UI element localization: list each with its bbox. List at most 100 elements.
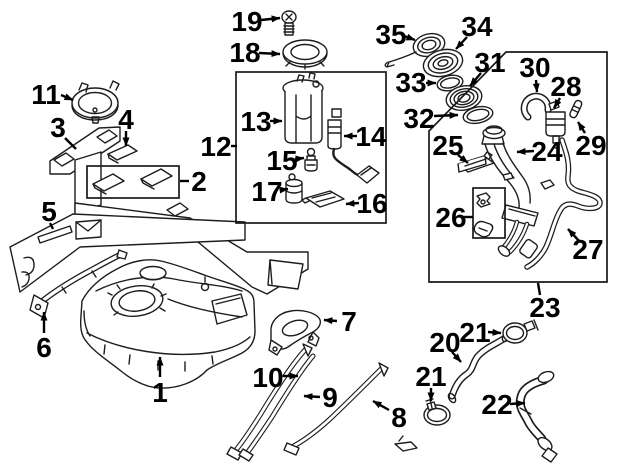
group-box-26 [472,187,506,239]
callout-29-leader [576,121,587,134]
callout-30-leader [532,79,540,93]
part-24-filler-pipe-icon [481,125,555,259]
callout-24-leader [516,148,535,155]
part-4-insulator-pad-icon [107,144,138,164]
callout-35-leader [403,33,416,42]
callout-15: 15 [266,145,297,176]
callout-28-leader [552,97,562,109]
group-box-23 [428,51,608,283]
callout-11-leader [60,93,74,102]
callout-17: 17 [251,176,282,207]
part-27-vent-hose-icon [524,137,603,270]
callout-6: 6 [36,332,52,363]
part-33-seal-icon [436,74,464,92]
part-13-fuel-pump-module-icon [282,72,324,144]
callout-34-leader [455,36,468,50]
group-box-12 [235,71,387,224]
part-11-retainer-ring-icon [71,80,120,124]
callout-33: 33 [395,67,426,98]
callout-12: 12 [200,131,231,162]
part-32-seal-icon [462,105,494,125]
part-1-fuel-tank-icon [79,259,256,389]
group-box-layer [86,51,608,283]
callout-28: 28 [550,71,581,102]
part-3-insulator-plate-icon [49,126,309,295]
part-18-lock-ring-icon [282,39,328,70]
part-2-insulator-pads-icon [92,168,173,195]
callout-3: 3 [50,112,66,143]
part-7-shield-cover-icon [268,309,322,356]
callout-21: 21 [415,361,446,392]
part-35-tether-icon [384,51,417,68]
callout-13: 13 [240,106,271,137]
callout-19-leader [260,15,281,23]
artwork-layer [9,10,603,463]
part-21-clamp-top-icon [502,319,539,344]
part-30-clip-icon [520,92,552,121]
part-19-screw-icon [281,10,297,36]
callout-14: 14 [355,121,387,152]
callout-8: 8 [391,402,407,433]
callout-9-leader [303,393,321,401]
callout-21-leader [487,328,502,336]
part-26-clips-icon [473,192,494,238]
callout-34: 34 [461,11,493,42]
callout-2: 2 [191,166,207,197]
callout-7-leader [323,317,338,325]
callout-10: 10 [252,362,283,393]
callout-22-leader [509,400,526,408]
part-22-filler-neck-hose-icon [515,370,558,463]
callout-32-leader [433,111,459,119]
callout-25: 25 [432,130,463,161]
callout-4: 4 [118,104,134,135]
part-15-regulator-icon [304,147,318,172]
callout-20: 20 [429,327,460,358]
callout-16: 16 [356,188,387,219]
callout-7: 7 [341,306,357,337]
callout-23-leader [536,282,542,296]
callout-26: 26 [435,202,466,233]
callout-23: 23 [529,292,560,323]
part-8-tank-strap-icon [283,362,418,456]
callout-11: 11 [31,79,61,110]
callout-18: 18 [229,37,260,68]
part-29-pin-icon [569,99,583,119]
part-16-bracket-icon [301,190,345,208]
callout-9: 9 [322,382,338,413]
callout-19: 19 [231,6,262,37]
callout-15-leader [294,155,305,163]
callout-31: 31 [474,47,505,78]
callout-31-leader [469,72,482,87]
part-10-tank-strap-icon [226,343,313,461]
callout-8-leader [372,399,390,412]
part-17-filter-icon [285,173,303,204]
callout-5-leader [48,222,55,230]
part-14-fuel-sender-wiring-icon [327,108,380,184]
callout-24: 24 [531,136,563,167]
callout-25-leader [457,154,469,164]
part-5-heat-shield-icon [9,213,246,293]
callout-1: 1 [152,377,168,408]
callout-16-leader [345,199,360,207]
callout-32: 32 [403,103,434,134]
callout-22: 22 [481,389,512,420]
callout-3-leader [64,137,77,150]
callout-30: 30 [519,52,550,83]
group-box-2 [86,165,180,199]
callout-5: 5 [41,196,57,227]
part-21-clamp-bottom-icon [423,398,451,426]
part-20-filler-hose-icon [447,331,511,404]
part-25-bracket-icon [457,151,495,173]
part-34-boot-icon [422,48,464,78]
callout-35: 35 [375,19,406,50]
callout-20-leader [451,351,462,363]
callout-27: 27 [572,234,603,265]
callout-21: 21 [459,317,490,348]
callout-18-leader [258,50,281,58]
callout-27-leader [567,228,581,243]
part-9-tank-strap-icon [238,353,316,462]
callout-17-leader [279,186,289,194]
